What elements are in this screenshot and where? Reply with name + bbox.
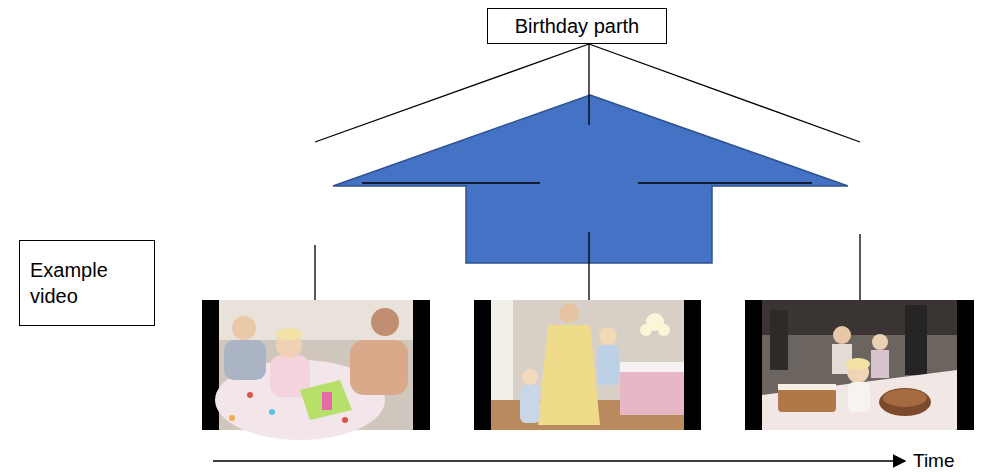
video-thumbnail: [474, 300, 701, 430]
box-text: Birthday parth: [498, 13, 656, 39]
box-text: Example video: [30, 257, 144, 309]
video-thumbnail: [202, 300, 430, 440]
tree-line: [589, 44, 860, 142]
tree-line: [638, 182, 812, 183]
tree-line: [315, 44, 589, 142]
text-box: Example video: [19, 240, 155, 326]
tree-line: [314, 245, 315, 300]
video-thumbnail: [745, 300, 974, 430]
tree-line: [859, 234, 860, 300]
tree-line: [588, 44, 589, 125]
block-arrow: [333, 95, 848, 263]
tree-line: [588, 232, 589, 300]
tree-lines: [315, 44, 860, 300]
axis-label: Time: [913, 449, 955, 472]
text-box: Birthday parth: [487, 8, 667, 44]
tree-line: [362, 182, 540, 183]
time-axis: [213, 460, 905, 462]
